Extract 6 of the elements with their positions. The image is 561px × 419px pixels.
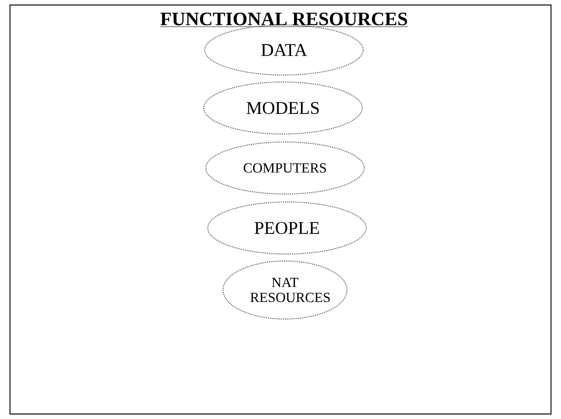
- ellipse-node: COMPUTERS: [205, 142, 365, 194]
- ellipse-node: DATA: [204, 24, 364, 76]
- ellipse-node: MODELS: [203, 82, 363, 134]
- title: FUNCTIONAL RESOURCES: [160, 12, 408, 27]
- ellipse-node: PEOPLE: [207, 202, 367, 254]
- ellipse-node: NAT RESOURCES: [222, 260, 348, 320]
